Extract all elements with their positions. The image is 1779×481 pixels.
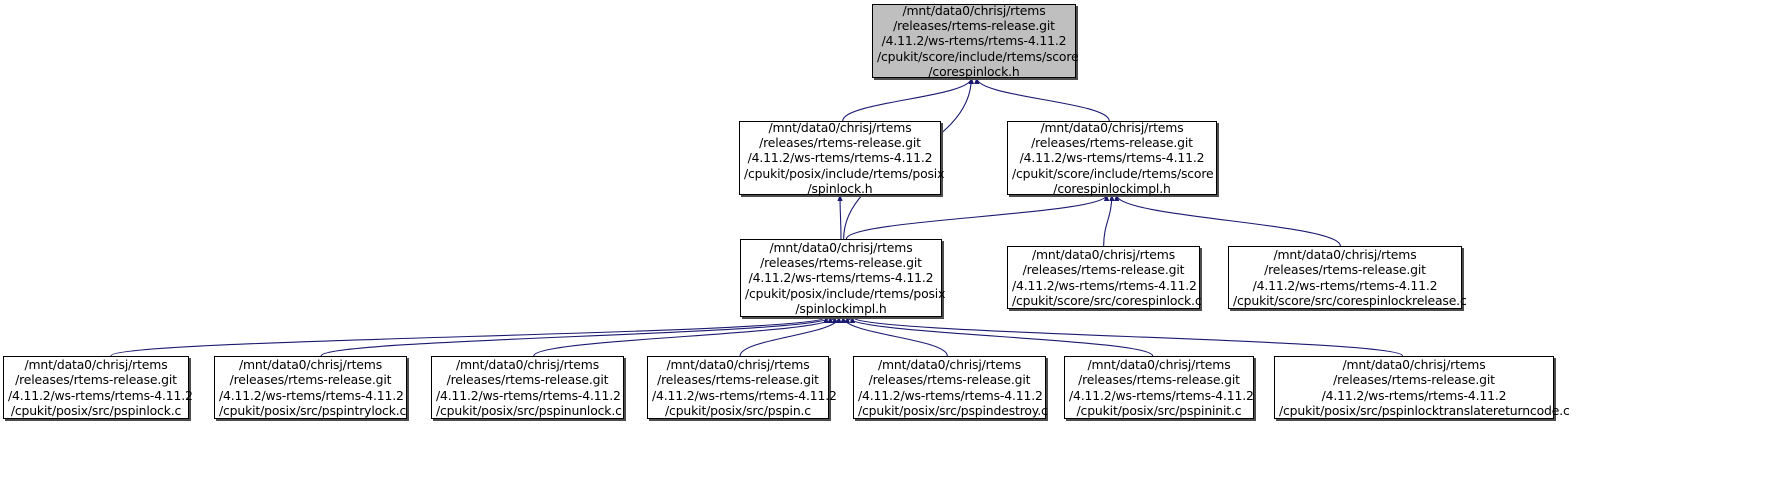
graph-edge — [840, 316, 948, 357]
graph-node-label: /mnt/data0/chrisj/rtems /releases/rtems-… — [652, 356, 837, 418]
graph-edge — [842, 77, 974, 122]
graph-node-pspinlocktranslatereturncode-c[interactable]: /mnt/data0/chrisj/rtems /releases/rtems-… — [1274, 356, 1570, 419]
graph-node-pspindestroy-c[interactable]: /mnt/data0/chrisj/rtems /releases/rtems-… — [853, 356, 1048, 419]
graph-edge — [845, 194, 1110, 240]
graph-node-label: /mnt/data0/chrisj/rtems /releases/rtems-… — [1279, 356, 1570, 418]
graph-node-pspin-c[interactable]: /mnt/data0/chrisj/rtems /releases/rtems-… — [647, 356, 837, 419]
graph-edge — [837, 194, 843, 240]
graph-edge — [1103, 194, 1115, 247]
graph-edge — [533, 316, 838, 357]
graph-node-label: /mnt/data0/chrisj/rtems /releases/rtems-… — [744, 119, 945, 196]
graph-node-label: /mnt/data0/chrisj/rtems /releases/rtems-… — [877, 2, 1079, 79]
graph-edge — [974, 77, 1110, 122]
graph-node-label: /mnt/data0/chrisj/rtems /releases/rtems-… — [219, 356, 407, 418]
graph-node-spinlock-h[interactable]: /mnt/data0/chrisj/rtems /releases/rtems-… — [739, 119, 945, 196]
graph-edge — [850, 316, 1404, 357]
graph-node-corespinlockimpl-h[interactable]: /mnt/data0/chrisj/rtems /releases/rtems-… — [1007, 119, 1217, 196]
graph-edge — [844, 316, 1154, 357]
graph-node-spinlockimpl-h[interactable]: /mnt/data0/chrisj/rtems /releases/rtems-… — [740, 239, 946, 317]
graph-node-corespinlock-c[interactable]: /mnt/data0/chrisj/rtems /releases/rtems-… — [1007, 246, 1202, 309]
graph-node-label: /mnt/data0/chrisj/rtems /releases/rtems-… — [436, 356, 622, 418]
graph-edge — [110, 316, 829, 357]
graph-node-pspintrylock-c[interactable]: /mnt/data0/chrisj/rtems /releases/rtems-… — [214, 356, 407, 419]
graph-node-pspininit-c[interactable]: /mnt/data0/chrisj/rtems /releases/rtems-… — [1064, 356, 1254, 419]
graph-node-corespinlock-h[interactable]: /mnt/data0/chrisj/rtems /releases/rtems-… — [872, 2, 1079, 79]
graph-node-label: /mnt/data0/chrisj/rtems /releases/rtems-… — [1069, 356, 1254, 418]
graph-edge — [1114, 194, 1341, 247]
graph-node-label: /mnt/data0/chrisj/rtems /releases/rtems-… — [8, 356, 193, 418]
graph-node-label: /mnt/data0/chrisj/rtems /releases/rtems-… — [1233, 246, 1467, 308]
graph-node-label: /mnt/data0/chrisj/rtems /releases/rtems-… — [1012, 246, 1202, 308]
graph-node-corespinlockrelease-c[interactable]: /mnt/data0/chrisj/rtems /releases/rtems-… — [1228, 246, 1467, 309]
graph-node-label: /mnt/data0/chrisj/rtems /releases/rtems-… — [745, 239, 946, 316]
graph-edge — [320, 316, 833, 357]
graph-edge — [739, 316, 842, 357]
graph-node-label: /mnt/data0/chrisj/rtems /releases/rtems-… — [1012, 119, 1214, 196]
graph-node-label: /mnt/data0/chrisj/rtems /releases/rtems-… — [858, 356, 1048, 418]
graph-node-pspinunlock-c[interactable]: /mnt/data0/chrisj/rtems /releases/rtems-… — [431, 356, 624, 419]
graph-node-pspinlock-c[interactable]: /mnt/data0/chrisj/rtems /releases/rtems-… — [3, 356, 193, 419]
